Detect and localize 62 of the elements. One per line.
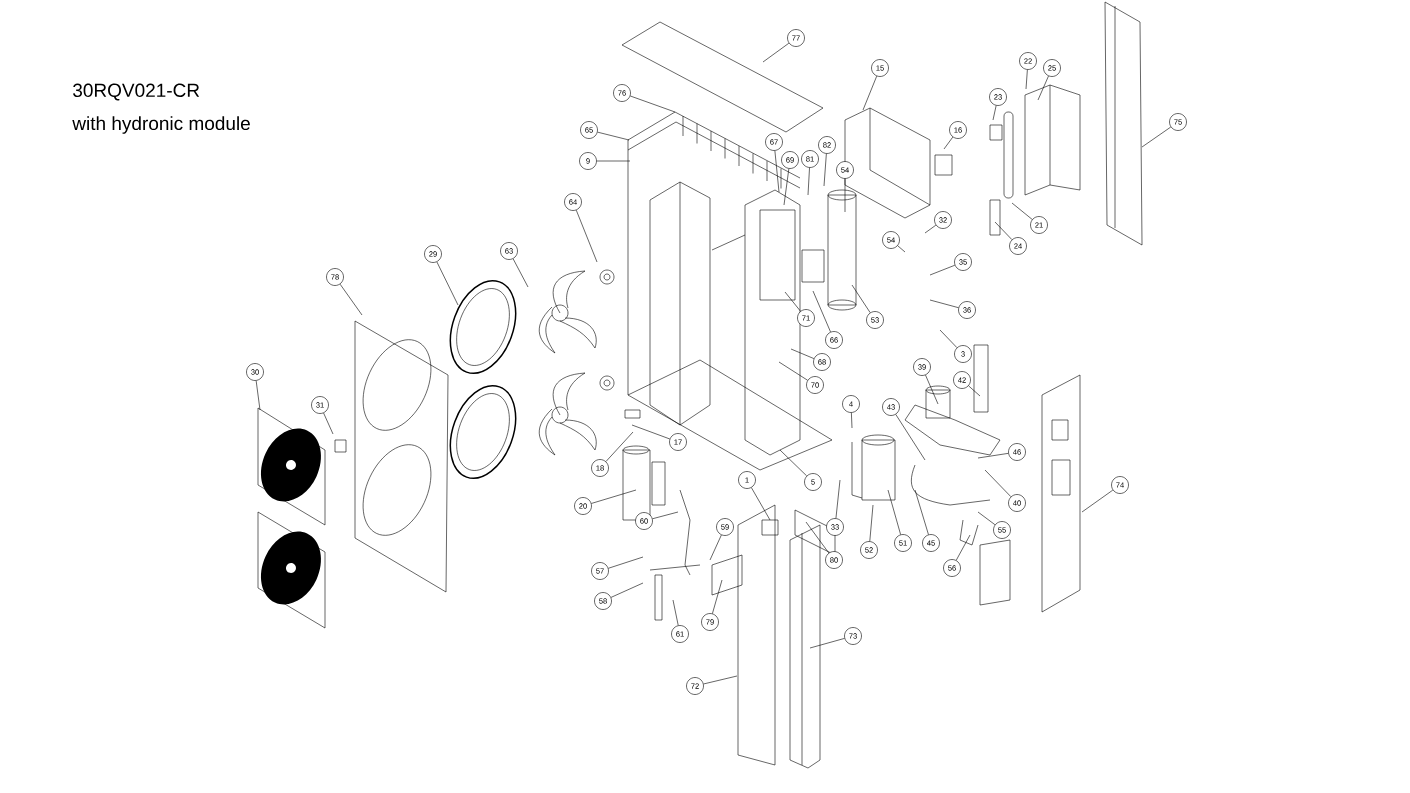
leader-line — [774, 150, 780, 193]
leader-line — [709, 534, 722, 561]
leader-line — [712, 579, 723, 614]
leader-line — [784, 291, 801, 312]
leader-line — [977, 511, 996, 526]
leader-line — [783, 168, 790, 206]
leader-line — [1141, 126, 1172, 148]
leader-line — [925, 374, 939, 405]
leader-line — [914, 489, 929, 535]
leader-line — [897, 245, 906, 253]
leader-line — [924, 224, 937, 234]
leader-line — [844, 178, 846, 213]
leader-line — [596, 160, 631, 162]
leader-line — [323, 412, 334, 435]
leader-line — [790, 348, 815, 359]
leader-line — [751, 487, 771, 521]
leader-line — [762, 42, 790, 63]
leader-line — [591, 489, 637, 504]
leader-line — [576, 209, 598, 263]
leader-line — [929, 264, 956, 276]
leader-line — [895, 414, 926, 461]
title: 30RQV021-CR — [73, 83, 200, 101]
leader-line — [887, 489, 901, 535]
leader-line — [943, 136, 954, 150]
leader-line — [851, 412, 853, 429]
leader-line — [1037, 75, 1049, 101]
leader-line — [869, 504, 874, 542]
leader-line — [255, 380, 261, 411]
leader-line — [652, 511, 679, 520]
leader-line — [779, 449, 807, 477]
leader-line — [862, 75, 877, 111]
leader-line — [977, 453, 1009, 459]
leader-line — [631, 424, 671, 440]
leader-line — [778, 361, 808, 381]
leader-line — [608, 556, 644, 569]
leader-line — [823, 153, 827, 187]
leader-line — [968, 385, 981, 397]
leader-line — [955, 534, 971, 561]
leader-line — [610, 582, 644, 598]
leader-line — [597, 131, 630, 141]
leader-line — [939, 329, 958, 348]
leader-line — [835, 479, 841, 519]
leader-line — [994, 221, 1013, 240]
leader-line — [436, 261, 459, 306]
leader-line — [630, 95, 676, 113]
leader-line — [851, 284, 871, 313]
subtitle: with hydronic module — [72, 116, 250, 134]
leader-line — [805, 521, 830, 554]
leader-line — [992, 105, 997, 121]
leader-line — [984, 469, 1012, 497]
leader-line — [1025, 69, 1028, 90]
leader-line — [605, 431, 634, 462]
leader-line — [929, 299, 959, 308]
leader-line — [809, 638, 845, 649]
leader-line — [1011, 202, 1033, 220]
leader-line — [672, 599, 679, 626]
leader-line — [703, 675, 738, 685]
leader-line — [339, 283, 363, 316]
leader-line — [812, 290, 831, 333]
leader-line — [807, 167, 810, 196]
leader-line — [1081, 489, 1114, 513]
leader-line — [512, 258, 529, 288]
